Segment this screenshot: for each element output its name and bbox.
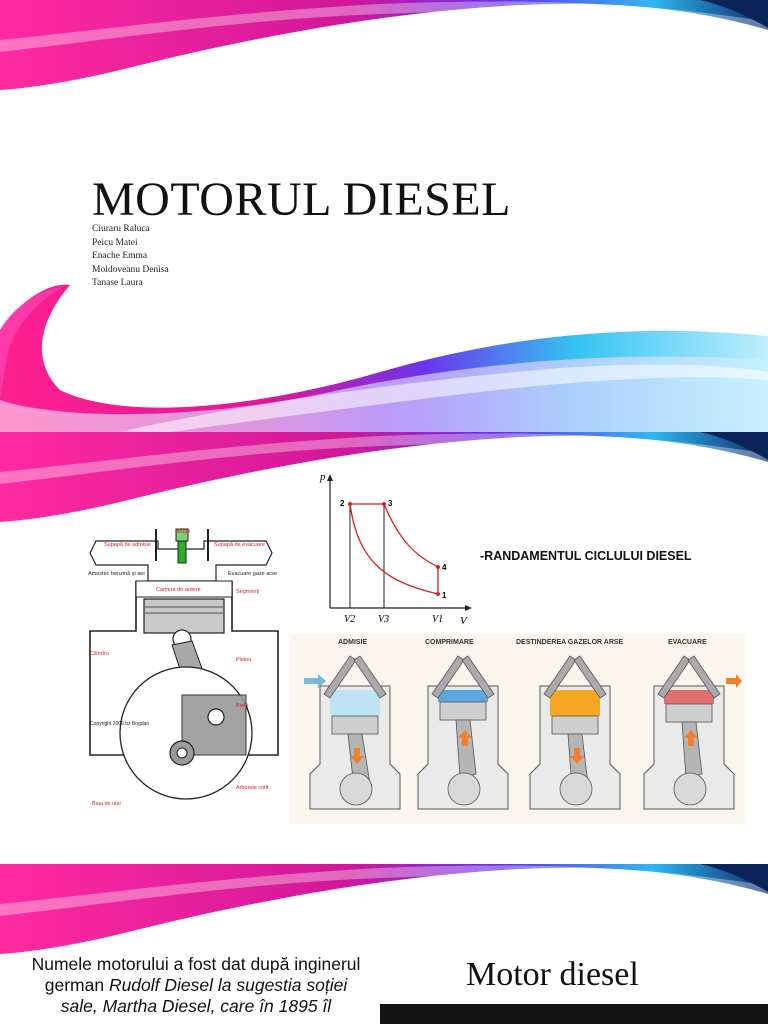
author-name: Peicu Matei bbox=[92, 237, 138, 248]
engine-cross-section-diagram: Bujie Supapă de admisie Supapă de evacua… bbox=[88, 528, 279, 807]
pv-point-4: 4 bbox=[442, 563, 447, 572]
label-cilindru: Cilindru bbox=[90, 651, 109, 657]
slide-title: MOTORUL DIESEL Ciuraru Raluca Peicu Mate… bbox=[0, 0, 768, 432]
label-piston: Piston bbox=[236, 657, 251, 663]
label-baia: Baia de ulei bbox=[92, 801, 121, 807]
label-supapa-evacuare: Supapă de evacuare bbox=[214, 542, 265, 548]
pv-diagram: p V 1 2 3 4 V2 V3 V1 bbox=[319, 471, 472, 627]
label-evacuare: Evacuare gaze arse bbox=[228, 571, 277, 577]
label-amestec: Amestec benzină și aer bbox=[88, 571, 145, 577]
four-stroke-diagram: ADMISIE COMPRIMARE DESTINDEREA GAZELOR A… bbox=[290, 634, 745, 824]
swoosh-decoration bbox=[0, 0, 768, 432]
stroke-label-comprimare: COMPRIMARE bbox=[425, 639, 474, 646]
label-biela: Bielă bbox=[236, 703, 249, 709]
axis-p-label: p bbox=[319, 471, 326, 483]
history-paragraph: Numele motorului a fost dat după inginer… bbox=[6, 954, 386, 1017]
author-name: Enache Emma bbox=[92, 251, 148, 262]
stroke-comprimare: COMPRIMARE bbox=[417, 639, 509, 810]
stroke-admisie: ADMISIE bbox=[304, 639, 401, 810]
label-segmenti: Segmenți bbox=[236, 589, 259, 595]
stroke-label-evacuare: EVACUARE bbox=[668, 639, 707, 646]
tick-v1: V1 bbox=[432, 614, 443, 625]
cycle-efficiency-heading: -RANDAMENTUL CICLULUI DIESEL bbox=[480, 549, 692, 563]
label-arbore: Arborele cotit bbox=[236, 785, 269, 791]
label-copyright: Copyright 2006 bz Bogdan bbox=[90, 721, 149, 727]
stroke-destindere: DESTINDEREA GAZELOR ARSE bbox=[516, 639, 624, 810]
label-supapa-admisie: Supapă de admisie bbox=[104, 542, 151, 548]
history-line-2-plain: german bbox=[44, 975, 109, 995]
history-line-2-italic: Rudolf Diesel la sugestia soției bbox=[108, 975, 348, 995]
history-line-3: sale, Martha Diesel, care în 1895 îl bbox=[60, 996, 332, 1016]
axis-v-label: V bbox=[460, 615, 468, 627]
dark-image-strip bbox=[380, 1004, 768, 1024]
stroke-evacuare: EVACUARE bbox=[643, 639, 742, 810]
author-list: Ciuraru Raluca Peicu Matei Enache Emma M… bbox=[92, 223, 169, 291]
presentation-title: MOTORUL DIESEL bbox=[92, 173, 511, 226]
slide3-title: Motor diesel bbox=[466, 956, 639, 993]
tick-v3: V3 bbox=[378, 614, 389, 625]
history-line-1: Numele motorului a fost dat după inginer… bbox=[31, 954, 361, 974]
stroke-label-admisie: ADMISIE bbox=[338, 639, 368, 646]
tick-v2: V2 bbox=[344, 614, 355, 625]
pv-point-2: 2 bbox=[340, 499, 345, 508]
author-name: Moldoveanu Denisa bbox=[92, 264, 169, 275]
pv-point-1: 1 bbox=[442, 591, 447, 600]
author-name: Ciuraru Raluca bbox=[92, 224, 150, 234]
label-camera: Camera de ardere bbox=[156, 587, 201, 593]
label-bujie: Bujie bbox=[177, 529, 191, 535]
swoosh-decoration bbox=[0, 432, 768, 522]
history-line-2: german Rudolf Diesel la sugestia soției bbox=[6, 975, 386, 996]
slide-history: Numele motorului a fost dat după inginer… bbox=[0, 864, 768, 1024]
author-name: Tanase Laura bbox=[92, 278, 143, 289]
slide-diagrams: Bujie Supapă de admisie Supapă de evacua… bbox=[0, 432, 768, 864]
swoosh-decoration bbox=[0, 864, 768, 954]
pv-point-3: 3 bbox=[388, 499, 393, 508]
stroke-label-destindere: DESTINDEREA GAZELOR ARSE bbox=[516, 639, 624, 646]
